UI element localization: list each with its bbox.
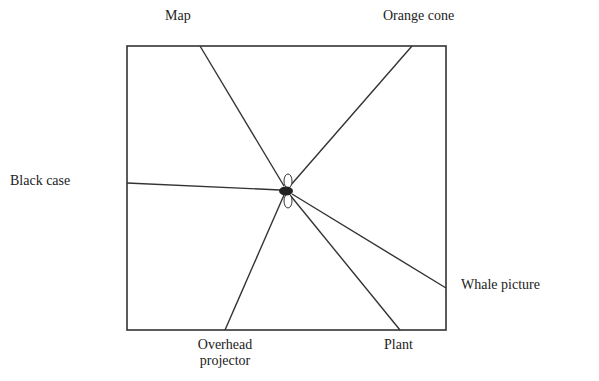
object-label: Map xyxy=(165,8,191,24)
fly-symbol xyxy=(279,174,293,208)
object-label: Orange cone xyxy=(383,8,454,24)
sight-lines xyxy=(127,46,446,330)
object-label: Black case xyxy=(10,173,70,189)
object-label: Plant xyxy=(384,337,413,353)
object-label: Whale picture xyxy=(461,277,540,293)
object-label: Overhead projector xyxy=(180,337,270,369)
room-outline xyxy=(127,46,446,330)
